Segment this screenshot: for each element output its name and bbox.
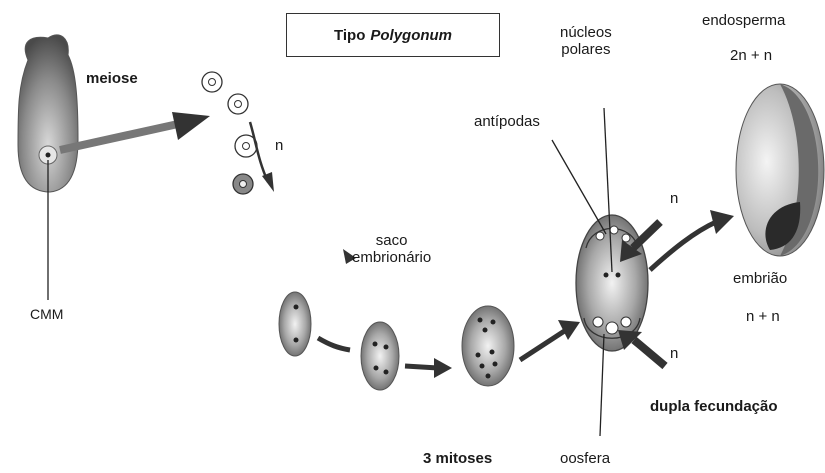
label-embriao: embrião [733, 270, 787, 287]
label-saco-embrionario: saco embrionário [352, 232, 431, 267]
meiosis-cells [202, 72, 274, 194]
label-meiose: meiose [86, 70, 138, 87]
label-n-lower: n [670, 345, 678, 362]
label-embriao-ploidy: n + n [746, 308, 780, 325]
label-n-upper: n [670, 190, 678, 207]
label-nucleos-polares: núcleos polares [560, 24, 612, 59]
label-oosfera: oosfera [560, 450, 610, 467]
seed-arrow [650, 210, 734, 270]
seed-illustration [736, 84, 824, 256]
diagram-title: Tipo Polygonum [286, 13, 500, 57]
title-italic: Polygonum [370, 27, 452, 44]
mitosis-sequence [279, 292, 580, 390]
title-prefix: Tipo [334, 27, 365, 44]
mature-embryo-sac [576, 215, 648, 351]
label-endosperma-ploidy: 2n + n [730, 47, 772, 64]
label-endosperma: endosperma [702, 12, 785, 29]
oosfera-pointer-line [600, 334, 604, 436]
meiose-arrow [60, 112, 210, 150]
antipodas-pointer-line [552, 140, 606, 234]
pollen-arrow-lower [618, 330, 665, 366]
label-dupla-fecundacao: dupla fecundação [650, 398, 778, 415]
label-antipodas: antípodas [474, 113, 540, 130]
label-n-meiosis: n [275, 137, 283, 154]
label-mitoses: 3 mitoses [423, 450, 492, 467]
label-cmm: CMM [30, 306, 63, 322]
